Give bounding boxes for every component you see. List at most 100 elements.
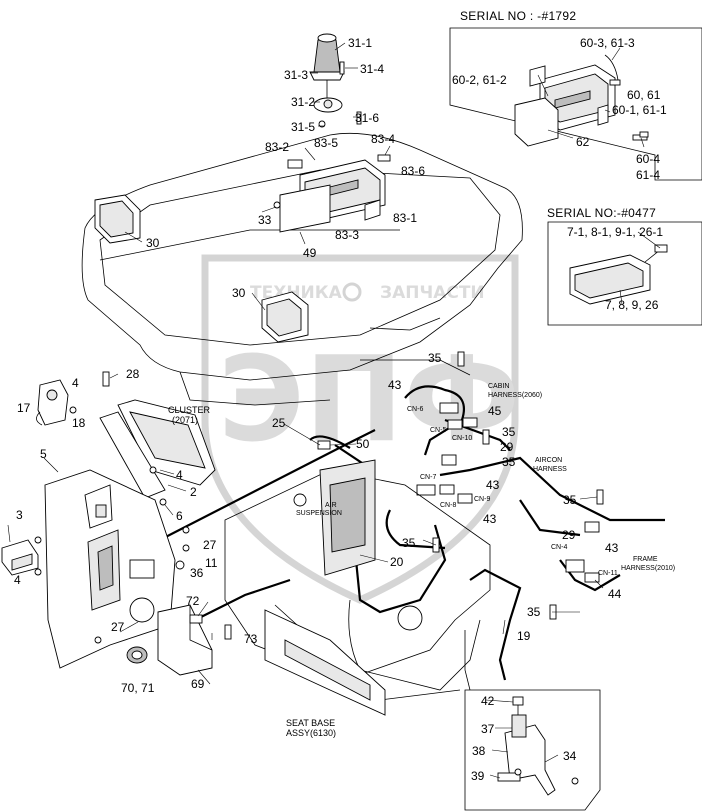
switch-inset [464,689,601,811]
callout: 35 [502,425,516,439]
callout: 31-5 [291,120,315,134]
callout: 35 [428,351,442,365]
cabin-harness-label: CABIN [488,383,509,390]
radio-inset-0477 [547,221,702,326]
frame-harness-label-2: HARNESS(2010) [621,565,675,572]
callout: 43 [483,512,497,526]
radio-inset-1792 [449,27,702,181]
callout: 35 [563,493,577,507]
callout: 36 [190,566,204,580]
connector-label: CN-9 [474,496,490,503]
cab-roof [81,132,523,406]
callout: 34 [563,749,577,763]
callout: 30 [232,286,246,300]
callout: 31-2 [291,95,315,109]
connector-label: CN-7 [420,474,436,481]
callout: 42 [481,694,495,708]
callout: 72 [186,594,200,608]
callout: 7, 8, 9, 26 [605,298,659,312]
callout: 25 [272,416,286,430]
callout: 35 [502,455,516,469]
callout: 2 [190,485,197,499]
callout: 35 [402,536,416,550]
callout: 39 [471,769,485,783]
callout: 27 [111,620,125,634]
watermark: ТЕХНИКА ЗАПЧАСТИ ЭПФ [201,254,520,604]
seat-base [224,459,491,716]
aircon-harness-label-2: HARNESS [533,466,567,473]
callout: 31-6 [355,111,379,125]
cluster-label-2: (2071) [172,415,198,425]
callout: 83-2 [265,140,289,154]
leader-lines [7,42,661,779]
callout: 43 [605,541,619,555]
callout: 62 [576,135,590,149]
callout: 4 [14,573,21,587]
callout: 73 [244,632,258,646]
callout: 19 [517,629,531,643]
left-console [44,469,176,669]
callout: 27 [203,538,217,552]
watermark-monogram: ЭПФ [218,330,520,468]
key-switch [36,379,69,426]
watermark-line2: ЗАПЧАСТИ [380,283,485,303]
connector-label: CN-11 [598,570,618,577]
callout: 49 [303,246,317,260]
frame-harness-label: FRAME [633,556,658,563]
callout: 20 [390,555,404,569]
cab-radio [273,154,391,233]
bracket-69 [157,604,213,676]
callout: 31-3 [284,68,308,82]
aircon-harness-label: AIRCON [535,457,562,464]
connector-label: CN-8 [440,502,456,509]
callout: 38 [472,744,486,758]
callout: 61-4 [636,168,660,182]
callout: 30 [146,236,160,250]
callout: 17 [17,401,31,415]
callout: 43 [388,378,402,392]
cluster-label: CLUSTER [168,405,211,415]
air-suspension-label: AIR [325,502,337,509]
callout: 44 [608,587,622,601]
callout: 45 [488,404,502,418]
callout: 35 [527,605,541,619]
callout: 43 [486,478,500,492]
connector-label: CN-10 [452,435,472,442]
callout: 83-4 [371,132,395,146]
wiring-harness [149,359,665,681]
serial-label-mid: SERIAL NO:-#0477 [547,206,656,220]
callout: 60-1, 61-1 [612,103,667,117]
callout: 83-5 [314,136,338,150]
callout: 37 [481,722,495,736]
connector-label: CN-6 [407,406,423,413]
cabin-harness-label-2: HARNESS(2060) [488,392,542,399]
callout: 70, 71 [121,681,155,695]
callout: 6 [176,509,183,523]
callout: 31-1 [348,36,372,50]
callout: 11 [205,556,218,570]
callout: 33 [258,213,272,227]
callout: 7-1, 8-1, 9-1, 26-1 [567,225,663,239]
callout: 4 [176,468,183,482]
serial-label-top: SERIAL NO : -#1792 [460,9,576,23]
seat-base-label: SEAT BASE [286,718,335,728]
callout: 60-3, 61-3 [580,36,635,50]
callout: 5 [40,447,47,461]
callout: 60-4 [636,152,660,166]
connector-label: CN-4 [551,544,567,551]
connector-label: CN-5 [430,427,446,434]
callout: 83-6 [401,164,425,178]
callout: 29 [562,528,576,542]
callout: 83-3 [335,228,359,242]
work-lamp-rear [94,194,141,244]
callout: 29 [500,440,514,454]
bracket-3 [1,539,39,576]
callout: 69 [191,677,205,691]
horn [126,646,148,664]
seat-base-label-2: ASSY(6130) [286,728,336,738]
callout: 3 [16,508,23,522]
callout: 28 [126,367,140,381]
labels: SERIAL NO : -#1792 SERIAL NO:-#0477 CABI… [14,9,675,783]
callout: 4 [72,376,79,390]
